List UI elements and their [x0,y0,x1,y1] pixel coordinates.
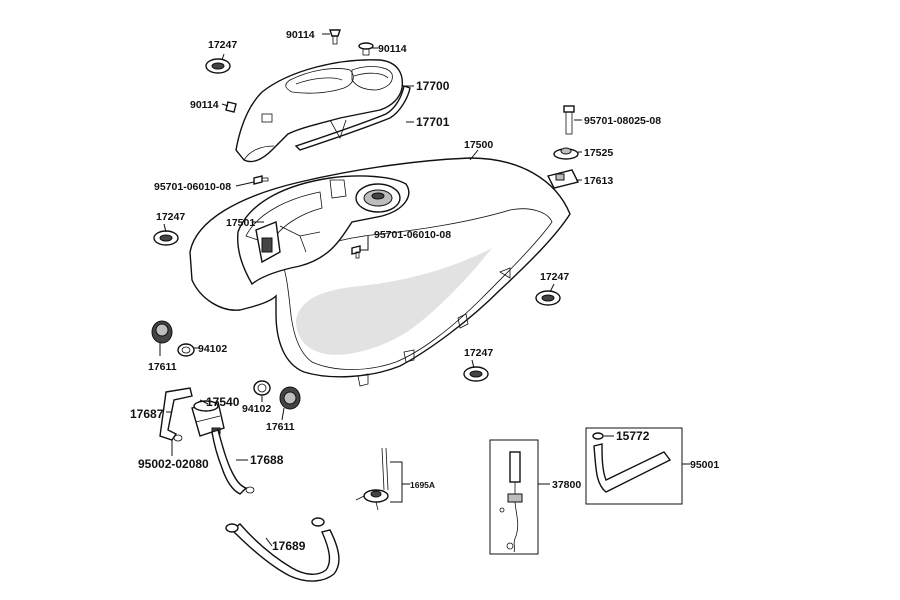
label-95701-08025-08: 95701-08025-08 [584,115,661,127]
label-17700: 17700 [416,79,450,93]
label-17247-bottom: 17247 [464,347,493,359]
label-15772: 15772 [616,429,650,443]
label-17501: 17501 [226,217,255,229]
tank-cover [235,59,411,163]
label-90114-mid: 90114 [378,43,407,55]
label-17613: 17613 [584,175,613,187]
label-17247-top: 17247 [208,39,237,51]
label-17688: 17688 [250,453,284,467]
fuel-filter-hoses [159,387,340,582]
part-labels: 17247 90114 90114 90114 17700 17701 9570… [130,29,719,553]
fuel-cock [355,447,389,511]
label-17701: 17701 [416,115,450,129]
leader-lines [159,33,690,547]
label-17247-left: 17247 [156,211,185,223]
label-94102-left: 94102 [198,343,227,355]
label-95001: 95001 [690,459,719,471]
label-90114-left: 90114 [190,99,219,111]
label-95701-06010-08-mid: 95701-06010-08 [374,229,451,241]
label-17500: 17500 [464,139,493,151]
fuel-sender-box [489,439,539,555]
label-95701-06010-08-left: 95701-06010-08 [154,181,231,193]
hardware [151,29,580,410]
label-17540: 17540 [206,395,240,409]
fuel-tank [189,157,571,387]
label-1695A: 1695A [410,480,435,490]
label-37800: 37800 [552,479,581,491]
hose-box [585,427,683,505]
label-17611-right: 17611 [266,421,295,433]
label-90114-top: 90114 [286,29,315,41]
label-17611-left: 17611 [148,361,177,373]
label-94102-right: 94102 [242,403,271,415]
label-17689: 17689 [272,539,306,553]
label-17525: 17525 [584,147,613,159]
label-95002-02080: 95002-02080 [138,457,209,471]
label-17247-right: 17247 [540,271,569,283]
label-17687: 17687 [130,407,164,421]
